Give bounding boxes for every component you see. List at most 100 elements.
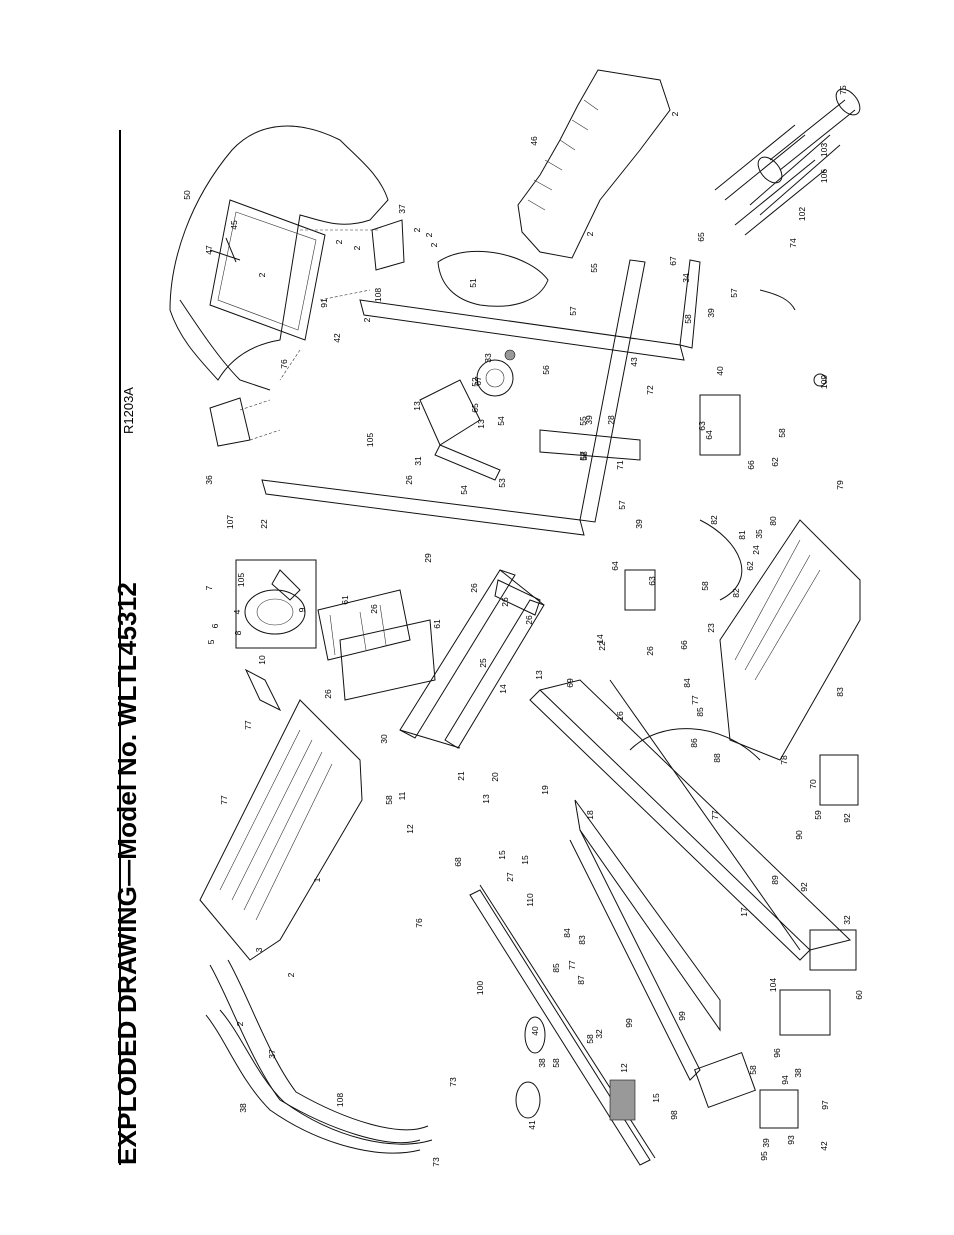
- part-label: 57: [568, 306, 578, 316]
- walking-belt-deck: [199, 699, 363, 961]
- part-label: 96: [772, 1048, 782, 1058]
- part-label: 54: [459, 485, 469, 495]
- part-label: 38: [238, 1103, 248, 1113]
- part-label: 53: [497, 478, 507, 488]
- part-label: 66: [746, 460, 756, 470]
- part-label: 34: [681, 273, 691, 283]
- part-label: 102: [797, 207, 807, 221]
- part-label: 73: [431, 1157, 441, 1167]
- part-label: 42: [819, 1141, 829, 1151]
- grounding-wire: [629, 728, 761, 761]
- rollers-and-feet: [515, 929, 857, 1129]
- part-label: 65: [470, 403, 480, 413]
- part-label: 35: [754, 529, 764, 539]
- frame-rails: [469, 679, 851, 1166]
- part-label: 82: [709, 515, 719, 525]
- part-label: 39: [761, 1138, 771, 1148]
- part-label: 73: [448, 1077, 458, 1087]
- hood-outline-50: [437, 250, 549, 307]
- part-label: 109: [819, 375, 829, 389]
- part-label: 37: [267, 1049, 277, 1059]
- part-label: 15: [497, 850, 507, 860]
- part-label: 76: [279, 359, 289, 369]
- part-label: 9: [297, 607, 307, 612]
- part-label: 10: [257, 655, 267, 665]
- part-label: 75: [838, 85, 848, 95]
- part-label: 54: [496, 416, 506, 426]
- part-label: 8: [233, 630, 243, 635]
- part-label: 60: [854, 990, 864, 1000]
- part-label: 94: [780, 1075, 790, 1085]
- part-label: 2: [362, 317, 372, 322]
- dumbbells: [714, 88, 861, 236]
- part-label: 71: [615, 460, 625, 470]
- part-label: 65: [696, 232, 706, 242]
- part-label: 97: [820, 1100, 830, 1110]
- part-label: 79: [835, 480, 845, 490]
- part-label: 2: [352, 245, 362, 250]
- part-label: 2: [585, 231, 595, 236]
- base-pan: [719, 519, 861, 761]
- part-label: 28: [606, 415, 616, 425]
- cover-63: [624, 569, 656, 611]
- part-label: 20: [490, 772, 500, 782]
- part-label: 39: [634, 519, 644, 529]
- part-label: 58: [551, 1058, 561, 1068]
- part-label: 2: [412, 227, 422, 232]
- flywheel-detail: [235, 559, 317, 712]
- part-label: 63: [647, 576, 657, 586]
- part-label: 52: [470, 377, 480, 387]
- title-rule: [119, 130, 121, 1165]
- part-label: 24: [751, 545, 761, 555]
- part-label: 33: [483, 353, 493, 363]
- part-label: 105: [365, 433, 375, 447]
- part-label: 16: [615, 711, 625, 721]
- controller-board: [317, 589, 436, 701]
- part-label: 41: [527, 1120, 537, 1130]
- part-label: 91: [319, 298, 329, 308]
- part-label: 58: [777, 428, 787, 438]
- part-label: 68: [453, 857, 463, 867]
- part-label: 1: [312, 877, 322, 882]
- part-label: 21: [456, 771, 466, 781]
- part-label: 74: [788, 238, 798, 248]
- part-label: 23: [706, 623, 716, 633]
- part-label: 7: [204, 585, 214, 590]
- part-label: 26: [500, 597, 510, 607]
- part-label: 107: [225, 515, 235, 529]
- part-label: 27: [505, 872, 515, 882]
- part-label: 26: [323, 689, 333, 699]
- part-label: 13: [481, 794, 491, 804]
- console-cover-34: [209, 397, 251, 447]
- part-label: 13: [476, 419, 486, 429]
- part-label: 108: [373, 288, 383, 302]
- part-label: 58: [748, 1065, 758, 1075]
- part-label: 84: [562, 928, 572, 938]
- part-label: 64: [610, 561, 620, 571]
- part-label: 62: [745, 561, 755, 571]
- part-label: 78: [779, 755, 789, 765]
- part-label: 3: [254, 947, 264, 952]
- part-label: 39: [706, 308, 716, 318]
- part-label: 32: [842, 915, 852, 925]
- part-label: 72: [645, 385, 655, 395]
- part-label: 98: [669, 1110, 679, 1120]
- part-label: 2: [429, 242, 439, 247]
- part-label: 37: [397, 204, 407, 214]
- part-label: 15: [520, 855, 530, 865]
- part-label: 15: [651, 1093, 661, 1103]
- cover-62: [699, 394, 741, 456]
- part-label: 57: [729, 288, 739, 298]
- part-label: 82: [731, 588, 741, 598]
- part-label: 93: [786, 1135, 796, 1145]
- part-label: 77: [710, 810, 720, 820]
- part-label: 26: [645, 646, 655, 656]
- console-cover-36: [371, 219, 405, 271]
- part-label: 83: [835, 687, 845, 697]
- part-label: 100: [475, 981, 485, 995]
- part-label: 2: [286, 972, 296, 977]
- part-label: 62: [770, 457, 780, 467]
- part-label: 51: [468, 278, 478, 288]
- part-label: 67: [473, 376, 483, 386]
- part-label: 39: [584, 415, 594, 425]
